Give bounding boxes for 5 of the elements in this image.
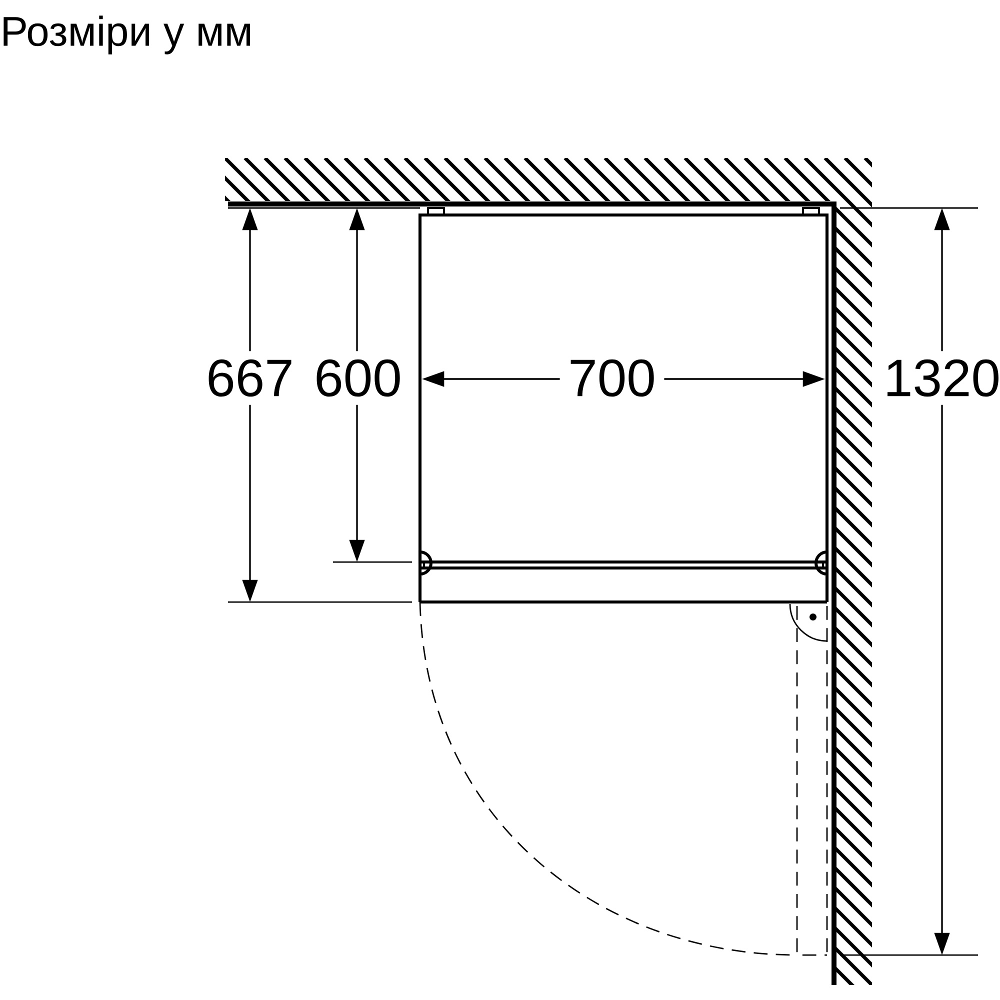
title: Розміри у мм xyxy=(4,16,250,54)
dimension-label: 600 xyxy=(306,351,410,405)
dimension-label: 700 xyxy=(560,351,664,405)
dimension-label: 1320 xyxy=(875,351,1000,405)
dimension-label: 667 xyxy=(198,351,302,405)
